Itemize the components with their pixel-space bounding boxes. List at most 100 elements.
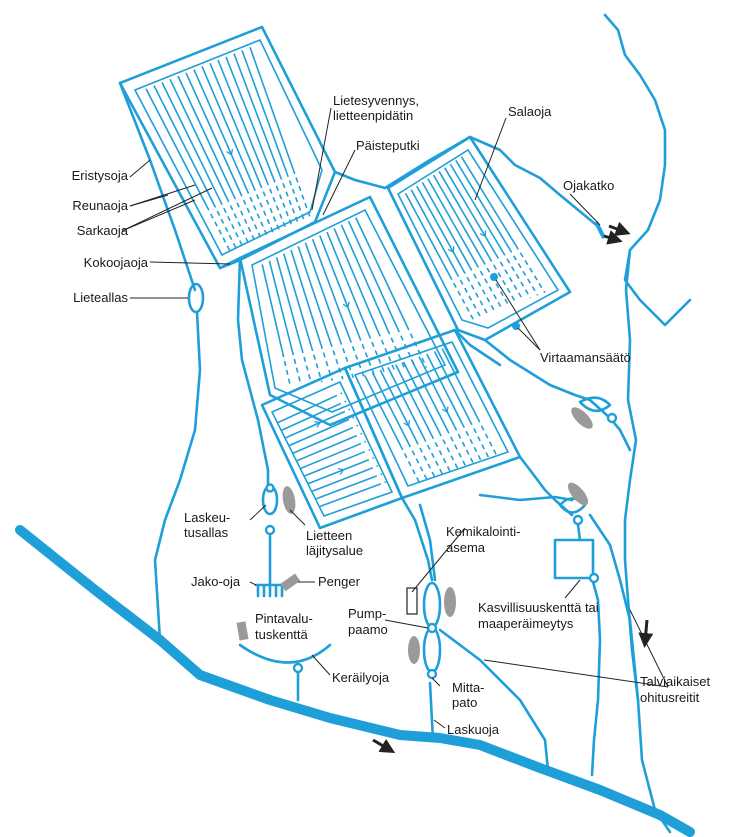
field-c-drain-line xyxy=(460,156,517,246)
field-e-drain-line xyxy=(433,350,471,421)
field-b-drain-line xyxy=(297,246,332,343)
field-e-drain-line xyxy=(402,361,440,432)
node-laskeutus-bottom xyxy=(264,524,276,536)
field-c-drain-line xyxy=(438,170,490,258)
field-d-drain-dashed xyxy=(336,400,347,407)
field-b-drain-line xyxy=(333,228,379,333)
field-d-drain-line xyxy=(281,404,337,431)
field-a-drain-line xyxy=(241,50,288,173)
field-a-drain-line xyxy=(145,88,208,207)
label-lietteen-line2: läjitysalue xyxy=(306,543,364,558)
field-a-drain-line xyxy=(201,66,254,187)
flow-arrow-right-stream xyxy=(638,619,654,648)
label-virtaamansaato: Virtaamansäätö xyxy=(540,350,631,365)
field-b-drain-line xyxy=(304,242,341,341)
sediment-pintavalu xyxy=(236,621,249,641)
label-paisteputki: Päisteputki xyxy=(356,138,420,153)
label-sarkaoja: Sarkaoja xyxy=(76,223,128,238)
label-pumppaamo-line1: Pump- xyxy=(348,606,387,621)
field-e-drain-line xyxy=(379,369,417,441)
field-c-drain-line xyxy=(416,185,464,270)
node-virtaamansaato-field-c xyxy=(490,273,498,281)
field-b-drain-line xyxy=(283,253,312,347)
field-d-drain-dashed xyxy=(375,481,387,487)
field-d-drain-dashed xyxy=(340,408,351,415)
field-b-drain-line xyxy=(311,238,351,339)
field-b-drain-line xyxy=(340,224,389,330)
jako-oja-rake xyxy=(254,583,288,598)
virtaamansaato-basin xyxy=(578,396,612,413)
flow-arrow-ojakatko xyxy=(608,221,631,236)
flow-arrow-ojakatko-2 xyxy=(603,230,623,245)
field-c-drain-line xyxy=(421,181,471,267)
label-laskuoja: Laskuoja xyxy=(447,722,500,737)
field-d-drain-dashed xyxy=(367,465,379,471)
field-a-drain-line xyxy=(185,72,241,193)
field-b-drain-dashed xyxy=(291,350,302,386)
sediment-virtaama xyxy=(571,407,593,429)
field-e-drain-line xyxy=(418,356,456,427)
lieteallas-basin xyxy=(187,282,205,314)
field-c-drain-line xyxy=(455,159,510,249)
field-a-drain-line xyxy=(169,78,228,198)
label-lietesyvennys-line2: lietteenpidätin xyxy=(333,108,414,123)
field-d-drain-dashed xyxy=(355,440,367,447)
field-b-drain-dashed xyxy=(319,343,334,381)
field-b-drain-line xyxy=(355,217,408,326)
field-e-drain-dashed xyxy=(430,433,452,473)
field-e-drain-line xyxy=(371,372,409,444)
field-b-drain-line xyxy=(326,231,370,335)
field-b-drain-line xyxy=(268,260,293,351)
field-d-drain-line xyxy=(292,428,349,454)
field-d-drain-line xyxy=(308,460,365,485)
node-virtaamansaato-right xyxy=(606,412,618,424)
label-talviaikaiset-line1: Talviaikaiset xyxy=(640,674,711,689)
field-b-drain-line xyxy=(347,220,398,328)
field-d-drain-dashed xyxy=(359,448,371,455)
sediment-penger xyxy=(280,573,301,592)
field-b-drain-line xyxy=(261,264,284,353)
node-pump-mid xyxy=(426,622,438,634)
label-penger: Penger xyxy=(318,574,360,589)
ditch-network xyxy=(118,81,640,777)
field-a-drain-line xyxy=(233,53,281,176)
label-keraily: Keräilyoja xyxy=(332,670,390,685)
node-kasvillisuus-right xyxy=(588,572,600,584)
field-c-drain-dashed xyxy=(501,250,532,299)
field-c-drain-line xyxy=(432,174,484,261)
label-lietteen-line1: Lietteen xyxy=(306,528,353,543)
field-a-drain-dashed xyxy=(292,168,311,217)
field-e-drain-dashed xyxy=(407,442,429,481)
label-talviaikaiset-line2: ohitusreitit xyxy=(640,690,700,705)
field-e-drain-line xyxy=(410,358,448,430)
node-kasvillisuus-top xyxy=(572,514,584,526)
label-ojakatko: Ojakatko xyxy=(563,178,615,193)
field-e-drain-dashed xyxy=(461,422,482,461)
field-d-drain-line xyxy=(285,412,341,439)
label-jako-oja: Jako-oja xyxy=(191,574,241,589)
field-e-drain-dashed xyxy=(468,420,490,459)
pumppaamo-basin-upper xyxy=(422,581,442,629)
field-c-drain-dashed xyxy=(514,244,546,294)
field-e-drain-line xyxy=(364,374,402,446)
field-d-drain-line xyxy=(319,484,377,508)
field-d-drain-line xyxy=(312,468,369,492)
field-b-drain-dashed xyxy=(300,347,313,384)
field-b-drain-dashed xyxy=(406,325,428,368)
label-kemikalointi-line2: asema xyxy=(446,540,486,555)
ojakatko-bar xyxy=(594,221,606,239)
field-e-drain-dashed xyxy=(453,425,475,464)
field-d-drain-line xyxy=(289,420,345,447)
field-b-drain-dashed xyxy=(310,345,323,383)
field-d-drain-line xyxy=(300,444,357,470)
flow-arrow-main-river xyxy=(372,738,396,754)
sediment-upper-right xyxy=(567,482,589,506)
field-a-drain-line xyxy=(249,46,294,170)
field-a-drain-line xyxy=(225,56,274,178)
field-e-drain-line xyxy=(426,353,463,424)
field-b-drain-dashed xyxy=(339,339,355,379)
field-d-drain-line xyxy=(296,436,353,462)
field-b-drain-line xyxy=(290,249,322,345)
field-d-drain-dashed xyxy=(351,432,363,439)
